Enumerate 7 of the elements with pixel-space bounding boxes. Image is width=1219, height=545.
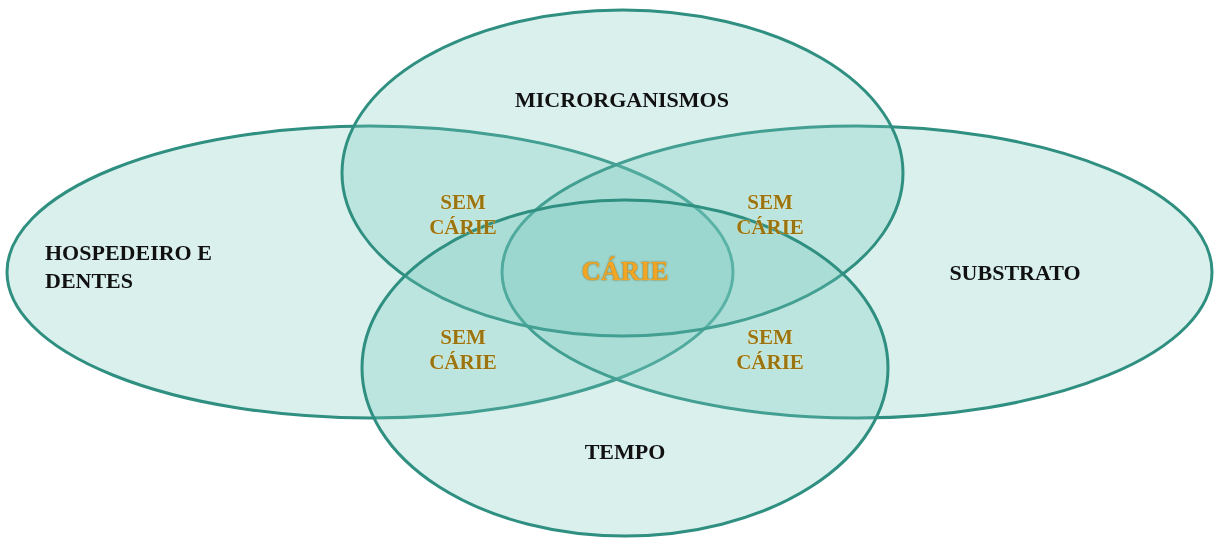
overlap-label: SEM CÁRIE (735, 325, 805, 376)
set-label: MICRORGANISMOS (514, 86, 730, 114)
set-label: TEMPO (583, 438, 667, 466)
set-label: SUBSTRATO (948, 259, 1082, 287)
intersection-label: CÁRIE (580, 255, 670, 288)
overlap-label: SEM CÁRIE (428, 325, 498, 376)
set-label: HOSPEDEIRO E DENTES (45, 239, 213, 294)
